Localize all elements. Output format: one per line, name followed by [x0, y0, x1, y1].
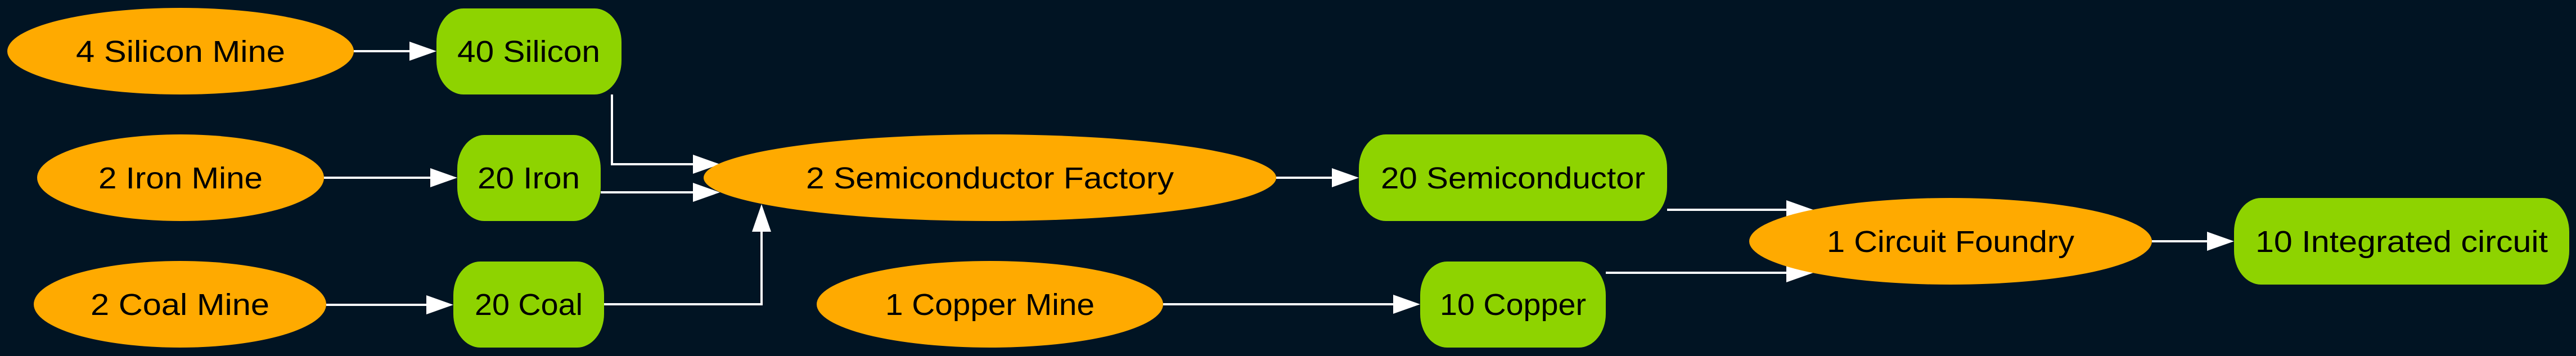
node-label: 1 Circuit Foundry — [1827, 225, 2074, 259]
arrowhead-icon — [430, 168, 457, 187]
nodes-layer: 4 Silicon Mine 2 Iron Mine 2 Coal Mine 4… — [7, 8, 2569, 348]
node-label: 2 Semiconductor Factory — [806, 161, 1174, 195]
edges-layer — [324, 42, 2234, 314]
edge-iron-mine-to-iron — [324, 168, 457, 187]
edge-silicon-mine-to-silicon — [354, 42, 436, 61]
node-circuit-foundry[interactable]: 1 Circuit Foundry — [1749, 198, 2152, 285]
edge-coal-mine-to-coal — [326, 295, 453, 314]
node-label: 20 Iron — [478, 161, 580, 195]
node-copper-mine[interactable]: 1 Copper Mine — [817, 261, 1163, 348]
node-label: 2 Coal Mine — [91, 288, 269, 322]
node-label: 4 Silicon Mine — [76, 35, 285, 69]
node-integrated-circuit[interactable]: 10 Integrated circuit — [2234, 198, 2569, 285]
arrowhead-icon — [1332, 168, 1359, 187]
node-iron-mine[interactable]: 2 Iron Mine — [37, 134, 324, 221]
arrowhead-icon — [693, 155, 720, 174]
node-semiconductor-factory[interactable]: 2 Semiconductor Factory — [704, 134, 1276, 221]
node-label: 40 Silicon — [457, 35, 600, 69]
arrowhead-icon — [752, 204, 771, 232]
node-silicon[interactable]: 40 Silicon — [436, 8, 622, 94]
arrowhead-icon — [1393, 295, 1420, 314]
arrowhead-icon — [2207, 232, 2234, 251]
arrowhead-icon — [693, 183, 720, 202]
node-coal-mine[interactable]: 2 Coal Mine — [34, 261, 326, 348]
node-coal[interactable]: 20 Coal — [453, 262, 604, 348]
edge-copper-mine-to-copper — [1163, 295, 1420, 314]
node-label: 10 Copper — [1440, 288, 1586, 322]
node-label: 1 Copper Mine — [885, 288, 1095, 322]
node-semiconductor[interactable]: 20 Semiconductor — [1359, 134, 1667, 221]
node-copper[interactable]: 10 Copper — [1420, 262, 1606, 348]
arrowhead-icon — [409, 42, 436, 61]
edge-coal-to-semiconductor-factory — [604, 204, 771, 305]
edge-circuit-foundry-to-integrated-circuit — [2152, 232, 2234, 251]
node-label: 20 Semiconductor — [1381, 161, 1645, 195]
arrowhead-icon — [426, 295, 453, 314]
edge-semiconductor-factory-to-semiconductor — [1276, 168, 1359, 187]
edge-iron-to-semiconductor-factory — [601, 183, 720, 202]
node-label: 10 Integrated circuit — [2255, 225, 2548, 259]
node-silicon-mine[interactable]: 4 Silicon Mine — [7, 8, 354, 94]
node-label: 2 Iron Mine — [98, 161, 263, 195]
node-iron[interactable]: 20 Iron — [457, 135, 601, 221]
node-label: 20 Coal — [475, 288, 583, 322]
edge-silicon-to-semiconductor-factory — [611, 94, 720, 174]
